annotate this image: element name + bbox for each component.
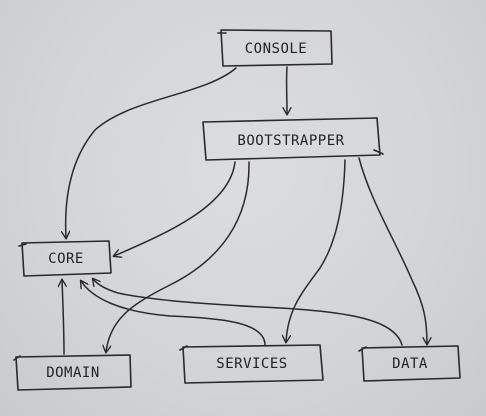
node-console: CONSOLE [217,29,333,67]
bootstrapper-box [202,117,384,161]
domain-label: DOMAIN [46,365,100,381]
console-box [217,29,333,67]
services-box [179,344,324,384]
edge-domain-core [62,280,64,355]
bootstrapper-label: BOOTSTRAPPER [237,133,344,149]
console-label: CONSOLE [245,41,308,57]
node-domain: DOMAIN [13,354,132,391]
edge-bootstrapper-core [114,161,236,256]
node-services: SERVICES [179,344,324,384]
node-data: DATA [358,345,461,382]
core-label: CORE [48,251,84,267]
edge-services-core [81,281,266,346]
node-core: CORE [18,240,112,277]
edge-console-core [66,67,237,238]
node-bootstrapper: BOOTSTRAPPER [202,117,384,161]
domain-box [13,354,132,391]
edge-bootstrapper-domain [106,161,250,352]
data-label: DATA [392,356,428,372]
data-box [358,345,461,382]
edge-data-core [93,279,403,346]
edge-bootstrapper-services [286,159,346,342]
edge-bootstrapper-data [358,157,427,344]
services-label: SERVICES [216,356,287,372]
core-box [18,240,112,277]
